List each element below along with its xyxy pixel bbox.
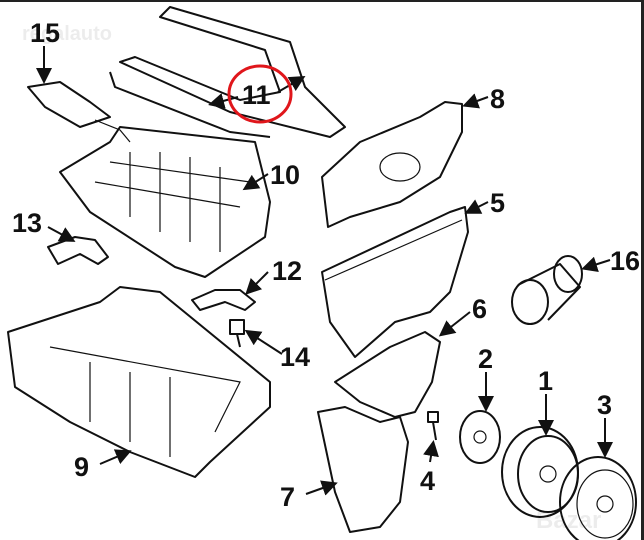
highlight-circle	[227, 64, 293, 124]
callout-10: 10	[270, 160, 300, 190]
part-8-timing-cover-upper	[321, 101, 463, 228]
callout-9: 9	[74, 452, 89, 482]
part-11-gasket	[109, 6, 346, 138]
callout-15: 15	[30, 18, 60, 48]
callout-2: 2	[478, 344, 493, 374]
part-5-timing-cover-middle	[321, 206, 469, 358]
callout-14: 14	[280, 342, 310, 372]
callout-13: 13	[12, 208, 42, 238]
callout-7: 7	[280, 482, 295, 512]
watermark-bazar: Bazar	[536, 507, 601, 534]
part-10-oil-pan-upper	[59, 126, 271, 278]
part-14-bolt	[229, 319, 245, 348]
part-12-bracket	[191, 289, 256, 311]
watermark-regalauto: regalauto	[22, 23, 112, 45]
part-13-bracket	[47, 236, 109, 265]
callout-4: 4	[420, 466, 435, 496]
callout-12: 12	[272, 256, 302, 286]
part-16-oil-filter	[511, 255, 583, 325]
part-9-oil-pan-lower	[7, 286, 271, 478]
part-7-timing-cover-bottom	[317, 406, 409, 533]
callout-8: 8	[490, 84, 505, 114]
callout-16: 16	[610, 246, 640, 276]
callout-6: 6	[472, 294, 487, 324]
part-6-timing-cover-lower	[334, 331, 441, 418]
callout-5: 5	[490, 188, 505, 218]
callout-11: 11	[242, 80, 271, 110]
part-4-bolt	[427, 411, 439, 441]
callout-1: 1	[538, 366, 553, 396]
part-15-oil-strainer	[27, 81, 131, 143]
callout-3: 3	[597, 390, 612, 420]
part-1-crank-pulley	[501, 426, 579, 518]
part-2-sprocket	[459, 410, 501, 464]
